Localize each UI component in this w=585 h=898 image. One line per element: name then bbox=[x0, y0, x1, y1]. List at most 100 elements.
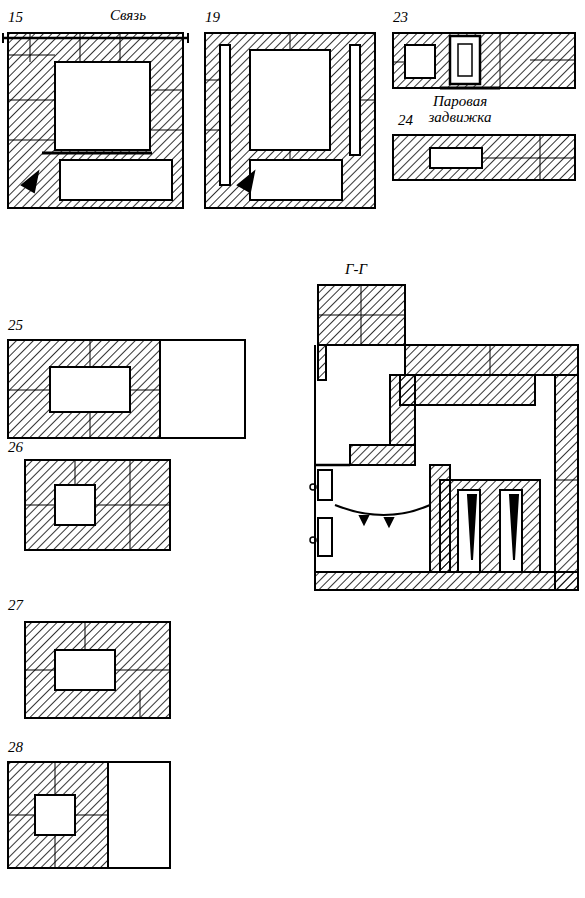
drawing-stroke bbox=[385, 518, 393, 526]
callout-number: 26 bbox=[8, 440, 23, 456]
drawing-stroke bbox=[80, 33, 81, 62]
drawing-stroke bbox=[500, 490, 522, 572]
drawing-stroke bbox=[90, 412, 91, 438]
drawing-stroke bbox=[250, 160, 342, 200]
drawing-stroke bbox=[150, 130, 183, 131]
drawing-stroke bbox=[335, 505, 430, 515]
drawing-stroke bbox=[205, 80, 220, 81]
drawing-stroke bbox=[160, 340, 245, 438]
drawing-stroke bbox=[75, 460, 76, 485]
drawing-stroke bbox=[55, 835, 56, 868]
drawing-stroke bbox=[290, 150, 291, 160]
drawing-stroke bbox=[318, 345, 326, 380]
drawing-stroke bbox=[430, 148, 482, 168]
drawing-stroke bbox=[393, 33, 575, 88]
course-15-plan bbox=[3, 33, 188, 208]
course-28-plan bbox=[8, 762, 170, 868]
drawing-stroke bbox=[8, 33, 183, 208]
drawing-stroke bbox=[318, 315, 405, 316]
drawing-stroke bbox=[315, 464, 350, 467]
drawing-stroke bbox=[250, 50, 330, 150]
drawing-stroke bbox=[8, 100, 55, 101]
drawing-stroke bbox=[555, 375, 578, 590]
drawing-stroke bbox=[187, 33, 189, 43]
callout-number: 25 bbox=[8, 318, 23, 334]
brick-joints bbox=[8, 33, 578, 868]
drawing-stroke bbox=[60, 160, 172, 200]
drawing-stroke bbox=[25, 670, 55, 671]
course-27-plan bbox=[25, 622, 170, 718]
drawing-stroke bbox=[8, 390, 50, 391]
section-label: Г-Г bbox=[345, 262, 367, 278]
drawing-stroke bbox=[95, 505, 170, 506]
drawing-stroke bbox=[220, 45, 230, 185]
part-label: Паровая задвижка bbox=[420, 94, 500, 126]
drawing-stroke bbox=[400, 375, 535, 405]
drawing-stroke bbox=[440, 87, 500, 90]
drawing-stroke bbox=[55, 485, 95, 525]
drawing-stroke bbox=[75, 815, 108, 816]
course-24-plan bbox=[393, 135, 575, 180]
drawing-stroke bbox=[42, 152, 152, 155]
drawing-stroke bbox=[55, 650, 115, 690]
drawing-stroke bbox=[25, 505, 55, 506]
callout-number: 27 bbox=[8, 598, 23, 614]
course-25-plan bbox=[8, 340, 245, 438]
drawing-stroke bbox=[318, 518, 332, 556]
drawing-stroke bbox=[8, 340, 160, 438]
drawing-stroke bbox=[8, 55, 55, 56]
drawing-stroke bbox=[490, 345, 491, 375]
drawing-stroke bbox=[405, 45, 435, 78]
drawing-stroke bbox=[140, 690, 141, 718]
drawing-stroke bbox=[482, 158, 575, 159]
drawing-stroke bbox=[318, 285, 405, 345]
drawing-stroke bbox=[8, 140, 55, 141]
drawing-stroke bbox=[360, 100, 375, 101]
drawing-stroke bbox=[55, 762, 56, 795]
drawing-stroke bbox=[510, 495, 518, 560]
drawing-stroke bbox=[150, 90, 183, 91]
drawing-stroke bbox=[205, 130, 220, 131]
drawing-stroke bbox=[115, 670, 170, 671]
drawing-stroke bbox=[50, 367, 130, 412]
drawing-stroke bbox=[3, 33, 578, 868]
callout-number: 23 bbox=[393, 10, 408, 26]
drawing-stroke bbox=[85, 622, 86, 650]
section-view bbox=[310, 285, 578, 590]
drawing-stroke bbox=[360, 516, 368, 524]
drawing-stroke bbox=[130, 460, 131, 550]
tie-label: Связь bbox=[110, 8, 146, 24]
drawing-stroke bbox=[120, 33, 121, 62]
drawing-stroke bbox=[350, 45, 360, 155]
course-26-plan bbox=[25, 460, 170, 550]
callout-number: 28 bbox=[8, 740, 23, 756]
drawing-stroke bbox=[130, 390, 160, 391]
drawing-stroke bbox=[440, 480, 540, 572]
drawing-stroke bbox=[25, 622, 170, 718]
drawing-stroke bbox=[30, 33, 31, 62]
drawing-stroke bbox=[405, 345, 578, 375]
drawing-stroke bbox=[458, 44, 472, 76]
callout-number: 24 bbox=[398, 113, 413, 129]
drawing-stroke bbox=[555, 480, 578, 481]
drawing-stroke bbox=[458, 490, 480, 572]
drawing-stroke bbox=[3, 37, 188, 40]
drawing-stroke bbox=[350, 445, 415, 465]
drawing-stroke bbox=[55, 62, 150, 150]
drawing-stroke bbox=[205, 33, 375, 208]
drawing-stroke bbox=[238, 172, 254, 192]
course-19-plan bbox=[205, 33, 375, 208]
course-23-plan bbox=[393, 33, 575, 88]
drawing-stroke bbox=[35, 795, 75, 835]
drawing-stroke bbox=[2, 33, 4, 43]
drawing-stroke bbox=[468, 495, 476, 560]
drawing-stroke bbox=[8, 762, 108, 868]
drawing-stroke bbox=[8, 815, 35, 816]
drawing-stroke bbox=[450, 36, 480, 84]
drawing-stroke bbox=[90, 340, 91, 367]
drawing-stroke bbox=[25, 460, 170, 550]
drawing-stroke bbox=[314, 345, 316, 590]
drawing-stroke bbox=[108, 762, 170, 868]
drawing-stroke bbox=[393, 135, 575, 180]
